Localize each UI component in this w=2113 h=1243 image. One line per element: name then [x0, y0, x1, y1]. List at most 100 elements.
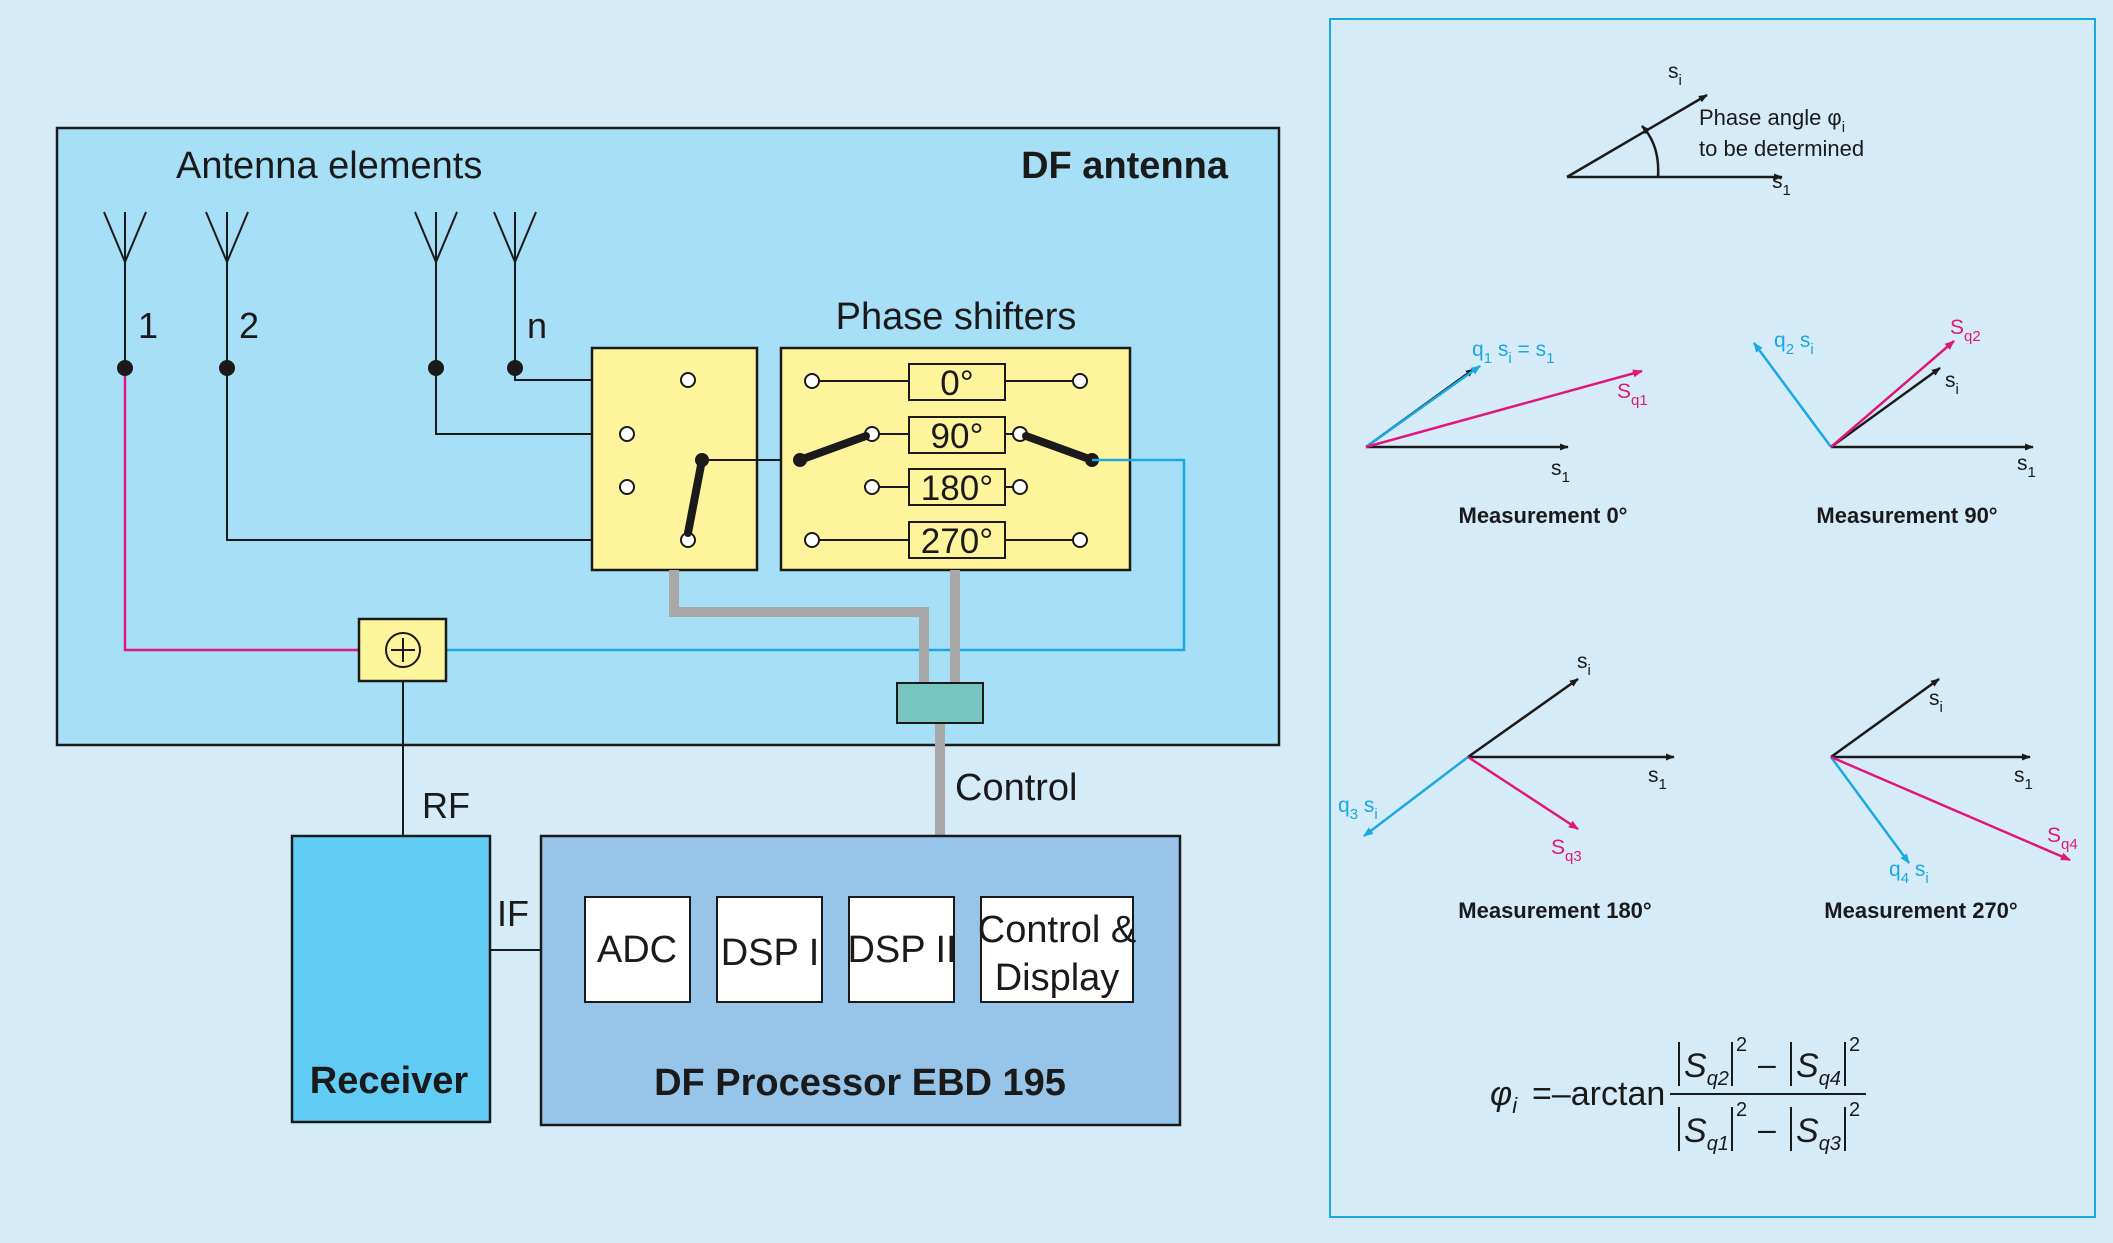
m180-sq-label: Sq3 — [1551, 836, 1582, 865]
switch-contacts — [619, 372, 696, 548]
ref-si-vector — [1566, 93, 1708, 179]
formula-num-pow-a: 2 — [1736, 1034, 1747, 1056]
control-display-label-1: Control & — [978, 909, 1136, 951]
reference-line-magenta — [123, 368, 359, 652]
measurement-90-label: Measurement 90° — [1816, 503, 1997, 528]
combiner-plus-icon — [391, 638, 415, 662]
antenna-elements-label: Antenna elements — [176, 145, 482, 187]
formula-lhs: φi — [1490, 1075, 1518, 1118]
phase-shifters-label: Phase shifters — [836, 296, 1077, 338]
m0-q1-vector — [1365, 364, 1481, 449]
measurement-270-label: Measurement 270° — [1824, 898, 2017, 923]
formula-denominator — [1678, 1107, 1846, 1151]
dsp2-label: DSP II — [847, 929, 956, 971]
processor-modules — [584, 896, 1134, 1003]
shift-0: 0° — [940, 364, 973, 403]
m90-si-label: si — [1945, 369, 1959, 398]
adc-label: ADC — [597, 929, 677, 971]
formula-num-pow-b: 2 — [1849, 1034, 1860, 1056]
m180-si-vector — [1467, 677, 1579, 759]
formula-num-b: Sq4 — [1796, 1047, 1841, 1090]
phase-shifter-switch-arms — [796, 432, 1096, 464]
m180-si-label: si — [1577, 650, 1591, 679]
phase-vector-panel: si s1 Phase angle φi to be determined s1… — [1329, 18, 2096, 1218]
shifter-pivot-left — [793, 453, 807, 467]
formula-num-a: Sq2 — [1684, 1047, 1729, 1090]
measurement-270-diagram: si s1 q4 si Sq4 Measurement 270° — [1824, 677, 2078, 923]
control-display-label-2: Display — [995, 957, 1120, 999]
m270-s1-label: s1 — [2014, 764, 2033, 793]
receiver-box — [290, 834, 492, 1124]
m0-q-label: q1 si = s1 — [1472, 338, 1555, 367]
combiner-box — [357, 617, 448, 683]
formula-den-a: Sq1 — [1684, 1112, 1729, 1155]
m90-s1-label: s1 — [2017, 452, 2036, 481]
formula-den-pow-a: 2 — [1736, 1099, 1747, 1121]
antenna-junction-dots — [117, 360, 523, 376]
m180-q3-vector — [1363, 756, 1469, 837]
m90-q-label: q2 si — [1774, 329, 1814, 358]
control-display-module — [980, 896, 1134, 1003]
formula-den-pow-b: 2 — [1849, 1099, 1860, 1121]
m90-sq-label: Sq2 — [1950, 316, 1981, 345]
phase-angle-sub: i — [1842, 119, 1845, 136]
rf-label: RF — [422, 785, 470, 826]
combiner-icon — [385, 632, 421, 668]
m270-sq-label: Sq4 — [2047, 824, 2078, 853]
formula-numerator — [1678, 1042, 1846, 1086]
ref-s1-sub: 1 — [1783, 182, 1791, 199]
antenna-label-2: 2 — [239, 305, 259, 346]
formula-eq: =–arctan — [1532, 1075, 1665, 1113]
control-bus — [669, 570, 960, 835]
ref-si-text: s — [1668, 60, 1679, 83]
shift-180: 180° — [921, 469, 993, 508]
m90-sq2-vector — [1830, 340, 1955, 448]
phase-angle-line1: Phase angle φ — [1699, 105, 1842, 130]
adc-module — [584, 896, 691, 1003]
ref-si-sub: i — [1679, 72, 1682, 89]
m270-sq4-vector — [1830, 755, 2071, 862]
if-label: IF — [497, 893, 529, 934]
ref-s1-text: s — [1772, 170, 1783, 193]
dsp1-label: DSP I — [721, 932, 820, 974]
m270-q-label: q4 si — [1889, 858, 1929, 887]
dsp2-module — [848, 896, 955, 1003]
phase-angle-arc — [1641, 125, 1660, 178]
block-diagram: DF antenna Antenna elements 1 2 n — [55, 126, 1281, 1127]
m0-sq-label: Sq1 — [1617, 380, 1648, 409]
switch-arm — [684, 456, 706, 537]
phase-shift-boxes — [908, 363, 1006, 559]
measurement-180-label: Measurement 180° — [1458, 898, 1651, 923]
m180-s1-label: s1 — [1648, 764, 1667, 793]
formula-num-minus: – — [1758, 1046, 1776, 1082]
antenna-label-1: 1 — [138, 305, 158, 346]
m0-s1-label: s1 — [1551, 457, 1570, 486]
m0-sq1-vector — [1365, 369, 1643, 449]
shift-270: 270° — [921, 522, 993, 561]
m270-q4-vector — [1829, 756, 1911, 864]
measurement-90-diagram: s1 si q2 si Sq2 Measurement 90° — [1752, 316, 2036, 528]
df-antenna-title: DF antenna — [1021, 145, 1229, 187]
formula-den-b: Sq3 — [1796, 1112, 1841, 1155]
phase-angle-text-1: Phase angle φi — [1699, 105, 1845, 136]
m180-sq3-vector — [1467, 755, 1579, 831]
m90-q2-vector — [1752, 342, 1833, 448]
m270-si-vector — [1830, 677, 1940, 759]
phase-formula: φi =–arctan Sq2 2 – Sq4 2 Sq1 — [1490, 1034, 1866, 1155]
measurement-180-diagram: si s1 q3 si Sq3 Measurement 180° — [1338, 650, 1675, 923]
measurement-0-label: Measurement 0° — [1459, 503, 1628, 528]
shifted-signal-line-cyan — [446, 458, 1186, 652]
measurement-0-diagram: s1 q1 si = s1 Sq1 Measurement 0° — [1365, 338, 1648, 528]
shift-90: 90° — [931, 417, 984, 456]
m90-si-vector — [1830, 366, 1941, 449]
m270-si-label: si — [1929, 687, 1943, 716]
antenna-label-n: n — [527, 305, 547, 346]
phase-panel-frame — [1329, 18, 2096, 1218]
ref-s1-label: s1 — [1772, 170, 1791, 199]
df-processor-label: DF Processor EBD 195 — [654, 1062, 1066, 1104]
antenna-feed-lines — [124, 262, 688, 541]
phase-angle-text-2: to be determined — [1699, 136, 1864, 161]
dsp1-module — [716, 896, 823, 1003]
ref-si-label: si — [1668, 60, 1682, 89]
receiver-label: Receiver — [310, 1060, 469, 1102]
